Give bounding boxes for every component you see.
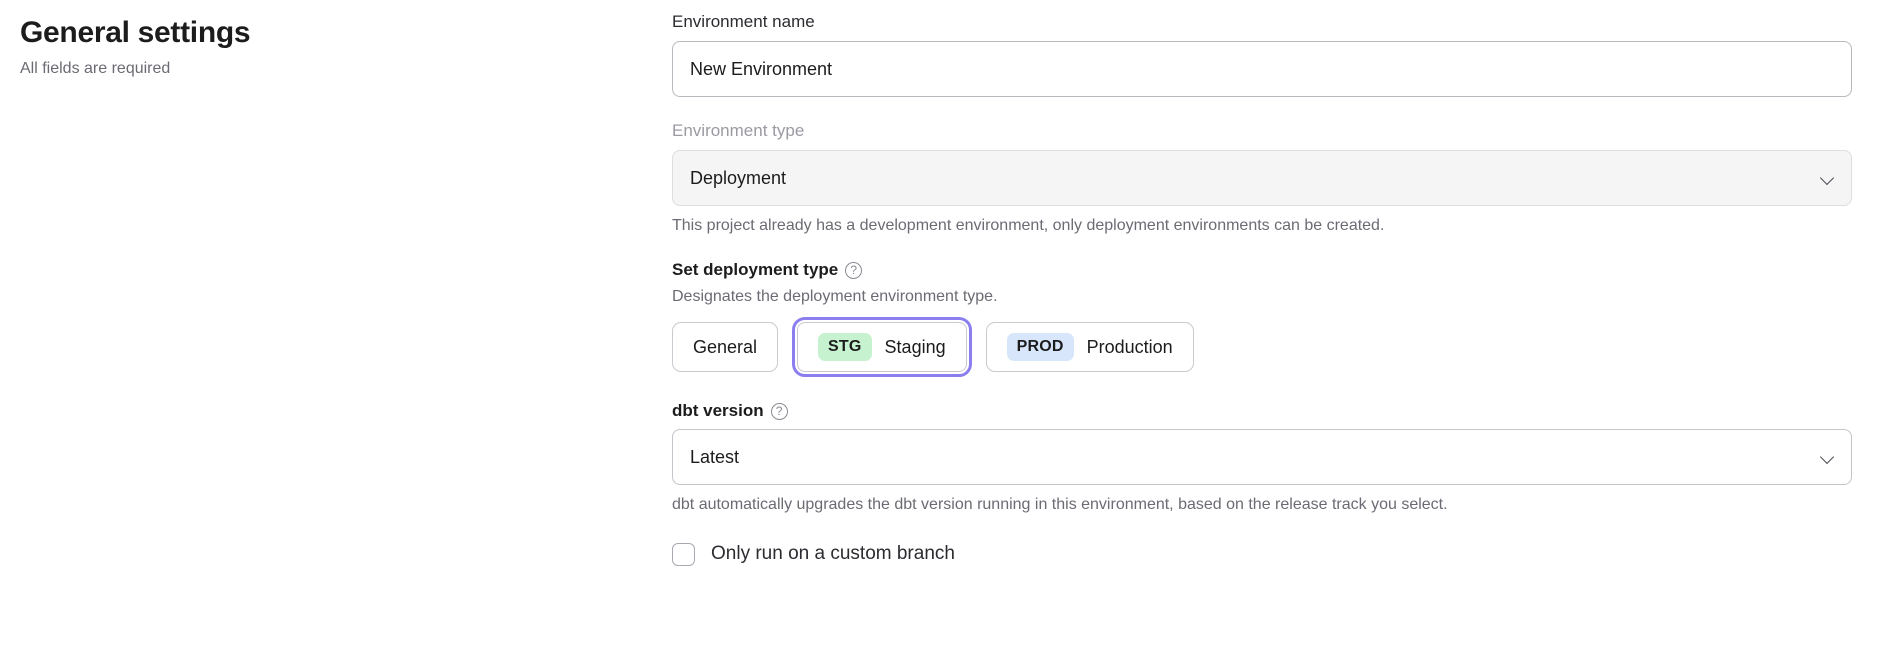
environment-name-label: Environment name (672, 12, 815, 31)
deployment-option-production-label: Production (1086, 336, 1173, 357)
chevron-down-icon (1822, 452, 1833, 463)
deployment-type-options: General STG Staging PROD Production (672, 317, 1852, 377)
page-title: General settings (20, 16, 251, 49)
deployment-type-label-text: Set deployment type (672, 260, 839, 279)
help-circle-icon[interactable] (845, 261, 863, 279)
environment-type-helper-text: This project already has a development e… (672, 217, 1385, 234)
environment-name-field: Environment name New Environment (672, 10, 1852, 97)
deployment-type-field: Set deployment type Designates the deplo… (672, 258, 1852, 377)
deployment-type-description: Designates the deployment environment ty… (672, 288, 998, 305)
deployment-option-production-wrap: PROD Production (985, 322, 1194, 372)
dbt-version-helper-text: dbt automatically upgrades the dbt versi… (672, 496, 1448, 513)
staging-badge: STG (818, 333, 872, 361)
environment-type-label: Environment type (672, 121, 805, 140)
deployment-type-label: Set deployment type (672, 258, 1852, 282)
deployment-option-staging-wrap: STG Staging (792, 317, 972, 377)
custom-branch-label: Only run on a custom branch (711, 543, 955, 564)
deployment-option-staging-label: Staging (884, 336, 946, 357)
dbt-version-label: dbt version (672, 399, 1852, 423)
chevron-down-icon (1822, 173, 1833, 184)
environment-type-field: Environment type Deployment This project… (672, 119, 1852, 237)
help-circle-icon[interactable] (770, 402, 788, 420)
deployment-option-general-label: General (693, 336, 758, 357)
dbt-version-select[interactable]: Latest (672, 429, 1852, 485)
custom-branch-row[interactable]: Only run on a custom branch (672, 542, 1852, 566)
environment-name-input[interactable]: New Environment (672, 41, 1852, 97)
production-badge: PROD (1006, 333, 1074, 361)
dbt-version-field: dbt version Latest dbt automatically upg… (672, 399, 1852, 516)
settings-header: General settings All fields are required (20, 14, 620, 80)
settings-form: Environment name New Environment Environ… (672, 10, 1852, 566)
dbt-version-value: Latest (690, 446, 740, 467)
environment-type-value: Deployment (690, 167, 787, 188)
deployment-option-general[interactable]: General (672, 322, 779, 372)
dbt-version-label-text: dbt version (672, 401, 764, 420)
deployment-option-general-wrap: General (672, 322, 779, 372)
custom-branch-checkbox[interactable] (672, 542, 695, 566)
environment-type-select[interactable]: Deployment (672, 150, 1852, 206)
page-subtitle: All fields are required (20, 60, 171, 77)
deployment-option-staging[interactable]: STG Staging (797, 322, 967, 372)
deployment-option-production[interactable]: PROD Production (985, 322, 1194, 372)
